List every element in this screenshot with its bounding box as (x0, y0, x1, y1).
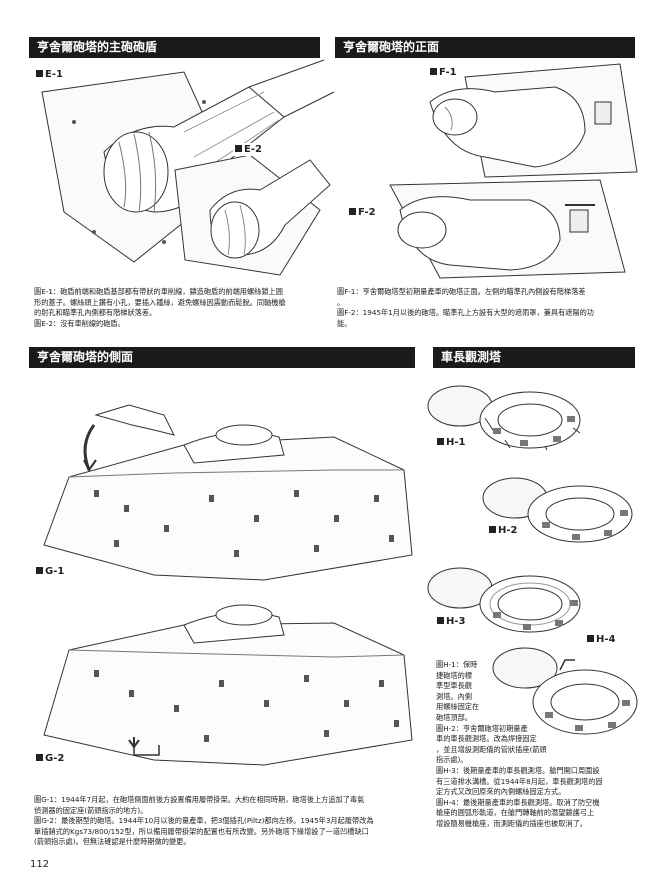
caption-cupola: 圖H-1：保時 捷砲塔的標 準型車長觀 測塔。內側 用螺絲固定在 砲塔頂部。 圖… (436, 660, 636, 830)
caption-line: 砲塔頂部。 (436, 712, 472, 722)
caption-line: 圖H-1：保時 (436, 660, 478, 669)
figure-label-h4: H-4 (585, 633, 618, 646)
caption-line: 圖F-1：亨舍爾砲塔型初期量產車的砲塔正面。左側的瞄準孔內側設有階梯落差 (337, 287, 586, 296)
caption-line: 圖E-2：沒有車削線的砲盾。 (34, 318, 125, 328)
figure-label-g1: G-1 (34, 565, 67, 578)
caption-line: ，並且增設測距儀的管狀插座(箭頭 (436, 744, 547, 754)
figure-label-e2: E-2 (233, 143, 264, 156)
page-number: 112 (30, 859, 50, 870)
caption-line: 有三道排水溝槽。從1944年8月起，車長觀測塔的固 (436, 776, 603, 786)
section-header-side: 亨舍爾砲塔的側面 (29, 347, 415, 368)
figure-label-f1: F-1 (428, 66, 459, 79)
caption-line: 捷砲塔的標 (436, 670, 472, 680)
section-header-mantlet: 亨舍爾砲塔的主砲砲盾 (29, 37, 320, 58)
caption-line: 偵測器的固定座(箭頭指示的地方)。 (34, 805, 148, 815)
figure-label-f2: F-2 (347, 206, 378, 219)
caption-line: 圖F-2：1945年1月以後的砲塔。瞄準孔上方設有大型的遮雨罩，兼具有遮陽的功 (337, 308, 594, 318)
cupola-illustration-h1 (427, 385, 581, 451)
caption-line: 用螺絲固定在 (436, 702, 480, 712)
caption-line: 圖E-1：砲盾前端和砲盾基部都有帶狀的車削線，鑄造砲盾的前端用螺絲鎖上圓 (34, 287, 283, 296)
caption-line: 。 (337, 297, 345, 307)
cupola-illustration-h4 (492, 647, 638, 735)
caption-line: 圖H-4：最後期量產車的車長觀測塔。取消了防空機 (436, 797, 600, 807)
turret-side-illustration-g2 (43, 604, 413, 766)
turret-front-illustration-f2 (389, 179, 626, 279)
turret-side-illustration-g1 (43, 404, 413, 581)
caption-line: 形的蓋子。螺絲頭上鑽有小孔，要插入鐵絲，避免螺絲因震動而鬆脫。同軸機槍 (34, 297, 286, 307)
caption-side: 圖G-1：1944年7月起，在砲塔側面前後方設置備用履帶掛架。大約在相同時期，砲… (34, 795, 434, 848)
mantlet-illustration-e2 (174, 154, 331, 276)
caption-line: 槍座的圓弧形軌道，在艙門轉軸前的潛望鏡護弓上 (436, 808, 595, 818)
figure-label-g2: G-2 (34, 752, 67, 765)
caption-front: 圖F-1：亨舍爾砲塔型初期量產車的砲塔正面。左側的瞄準孔內側設有階梯落差 。 圖… (337, 287, 637, 329)
caption-line: (箭頭指示處)。但無法確認是什麼時期做的變更。 (34, 837, 191, 847)
caption-line: 定方式又改回原來的內側螺絲固定方式。 (436, 787, 566, 797)
caption-line: 準型車長觀 (436, 681, 472, 691)
caption-line: 車的車長觀測塔。改為焊接固定 (436, 734, 537, 744)
figure-label-e1: E-1 (34, 68, 65, 81)
turret-front-illustration-f1 (429, 63, 638, 178)
caption-line: 能。 (337, 318, 352, 328)
caption-line: 測塔。內側 (436, 691, 472, 701)
caption-line: 增設簡易機槍座，而測距儀的插座也被取消了。 (436, 818, 587, 828)
caption-mantlet: 圖E-1：砲盾前端和砲盾基部都有帶狀的車削線，鑄造砲盾的前端用螺絲鎖上圓 形的蓋… (34, 287, 324, 329)
caption-line: 的射孔和瞄準孔內側都有階梯狀落差。 (34, 308, 157, 318)
caption-line: 圖H-3：後期量產車的車長觀測塔。艙門開口周圍設 (436, 765, 600, 775)
cupola-illustration-h2 (482, 477, 633, 543)
section-header-cupola: 車長觀測塔 (433, 347, 635, 368)
figure-label-h2: H-2 (487, 524, 520, 537)
cupola-illustration-h3 (427, 567, 581, 633)
figure-label-h1: H-1 (435, 436, 468, 449)
caption-line: 單插銷式的Kgs73/800/152型，所以備用履帶掛架的配置也有所改變。另外砲… (34, 826, 369, 836)
caption-line: 圖H-2：亨舍爾砲塔初期量產 (436, 723, 528, 733)
figure-label-h3: H-3 (435, 615, 468, 628)
caption-line: 圖G-2：最後期型的砲塔。1944年10月以後的量產車，把3個插孔(Piltz)… (34, 816, 374, 826)
caption-line: 指示處)。 (436, 755, 468, 765)
section-header-front: 亨舍爾砲塔的正面 (335, 37, 635, 58)
caption-line: 圖G-1：1944年7月起，在砲塔側面前後方設置備用履帶掛架。大約在相同時期，砲… (34, 795, 365, 804)
